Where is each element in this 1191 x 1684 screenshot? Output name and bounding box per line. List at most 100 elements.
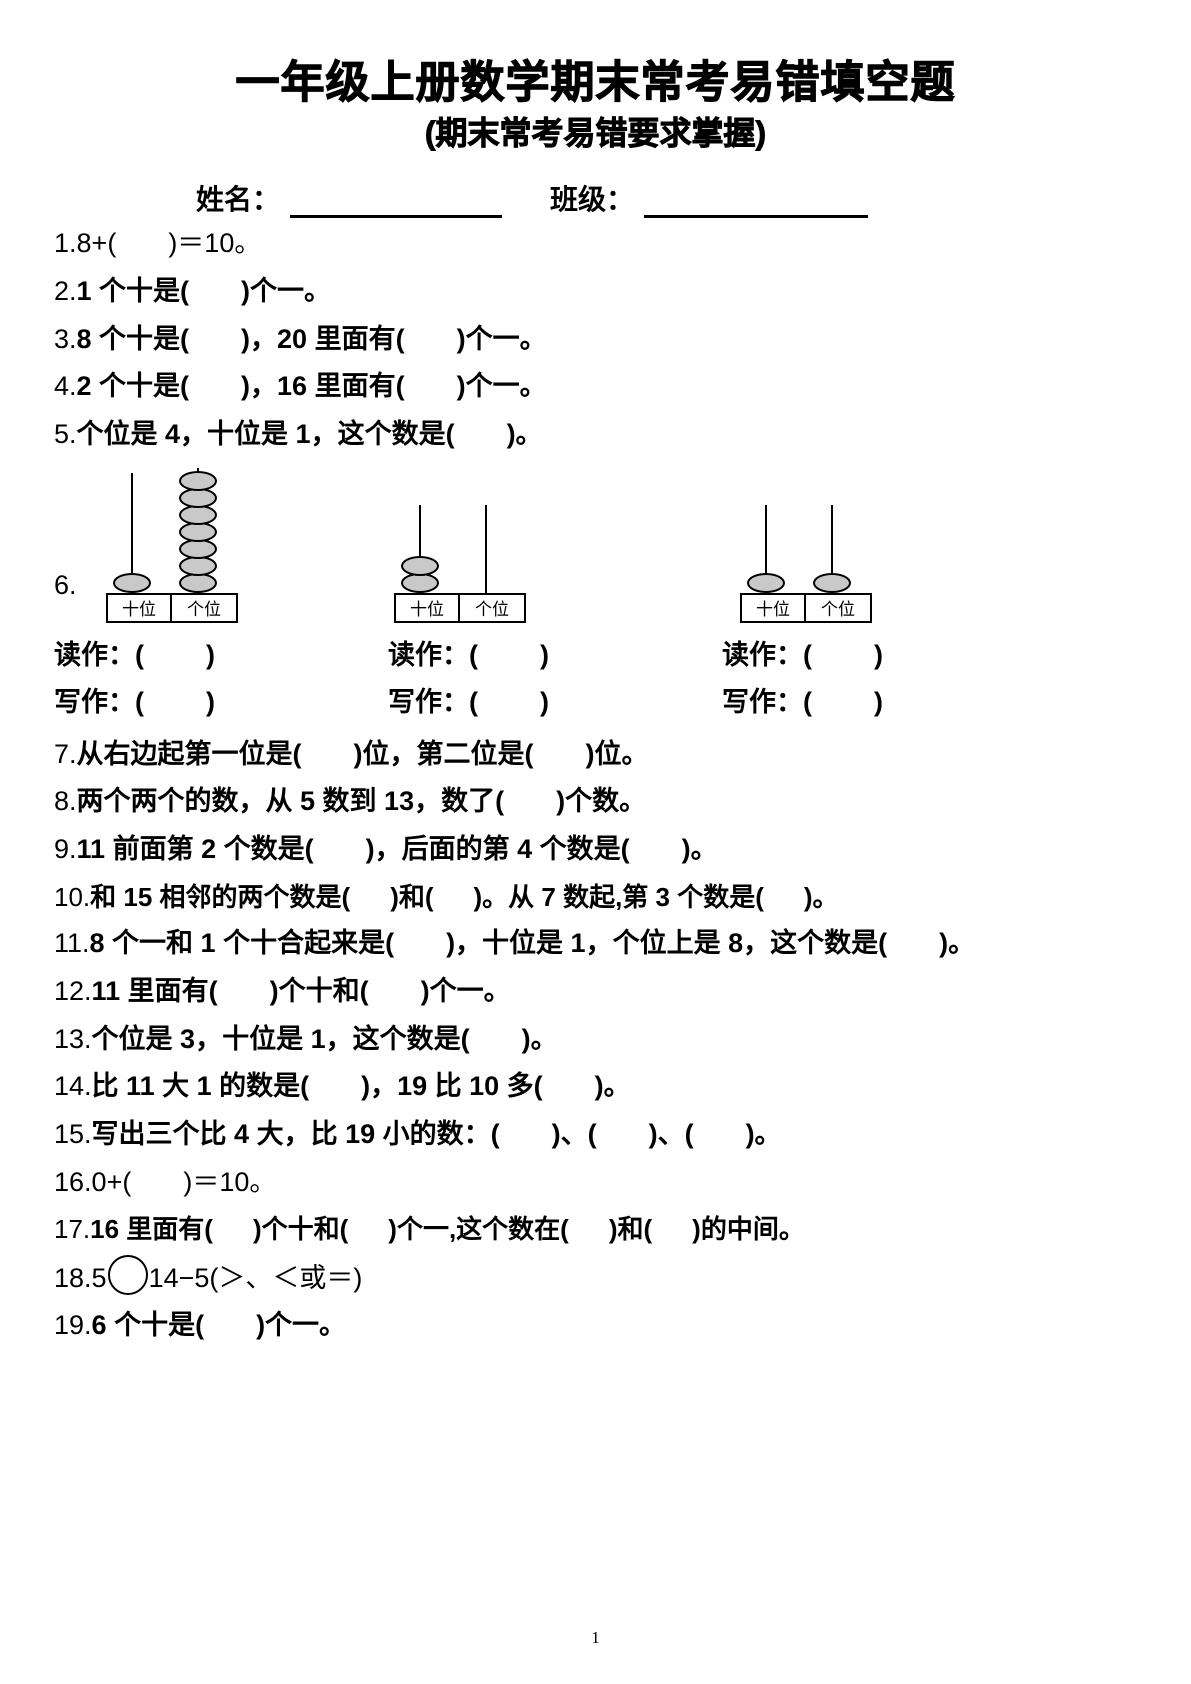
abacus-1-ones-label: 个位	[187, 600, 221, 620]
student-id-row: 姓名： 班级：	[0, 178, 1191, 219]
question-10-text-d: )。	[803, 881, 839, 912]
question-5-text-a: 个位是 4，十位是 1，这个数是(	[76, 419, 455, 449]
question-2-text-b: )个一。	[241, 275, 332, 306]
write-as-label-2: 写作：	[388, 686, 469, 717]
question-17-text-d: )和(	[608, 1214, 653, 1245]
abacus-1-ones-bead-1	[179, 572, 217, 593]
question-12: 12.11 里面有()个十和()个一。	[54, 970, 1137, 1014]
abacus-3-tens-rod	[765, 504, 768, 593]
question-11-text-a: 8 个一和 1 个十合起来是(	[89, 928, 395, 959]
question-8: 8.两个两个的数，从 5 数到 13，数了( )个数。	[54, 780, 1137, 824]
write-as-label-1: 写作：	[54, 686, 135, 717]
read-as-row: 读作：() 读作：() 读作：()	[0, 633, 1191, 672]
read-as-cell-1: 读作：()	[54, 633, 388, 672]
read-as-close-1: )	[206, 639, 215, 670]
question-8-number: 8.	[54, 786, 77, 817]
question-16-number: 16.	[54, 1166, 92, 1197]
class-blank-field[interactable]	[644, 189, 869, 219]
page-title: 一年级上册数学期末常考易错填空题	[235, 57, 956, 107]
abacus-2-tens-bead-2	[401, 555, 439, 576]
write-as-open-3: (	[803, 686, 812, 717]
question-13: 13.个位是 3，十位是 1，这个数是()。	[54, 1018, 1137, 1062]
question-7-text-b: )位，第二位是(	[353, 738, 534, 769]
question-16: 16.0+( )＝10。	[54, 1161, 1137, 1205]
question-19-text-a: 6 个十是(	[91, 1310, 205, 1341]
question-3: 3.8 个十是()，20 里面有()个一。	[54, 318, 1137, 362]
read-as-label-2: 读作：	[388, 639, 469, 670]
question-19: 19.6 个十是()个一。	[54, 1304, 1137, 1348]
question-1-number: 1.	[54, 228, 77, 259]
abacus-3-place-labels: 十位 个位	[740, 592, 872, 623]
question-19-number: 19.	[54, 1310, 92, 1341]
question-5: 5.个位是 4，十位是 1，这个数是()。	[54, 413, 1137, 457]
abacus-3-tens-bead-1	[747, 572, 785, 593]
question-11-number: 11.	[54, 928, 90, 959]
question-17-text-e: )的中间。	[692, 1214, 805, 1245]
comparison-circle-blank[interactable]	[107, 1254, 148, 1295]
abacus-2-tens-bead-1	[401, 572, 439, 593]
question-12-number: 12.	[54, 975, 92, 1006]
question-7: 7.从右边起第一位是()位，第二位是()位。	[54, 733, 1137, 777]
question-18-text-b: 14−5(＞、＜或＝)	[148, 1262, 363, 1293]
write-as-row: 写作：() 写作：() 写作：()	[0, 680, 1191, 719]
abacus-row: 十位 个位 十位 个位	[54, 467, 1191, 623]
question-11: 11.8 个一和 1 个十合起来是()，十位是 1，个位上是 8，这个数是()。	[54, 922, 1137, 966]
question-18-text-a: 5	[91, 1262, 107, 1293]
read-as-cell-2: 读作：()	[388, 633, 722, 672]
question-17: 17.16 里面有( )个十和( )个一,这个数在( )和( )的中间。	[54, 1208, 1137, 1250]
question-14-text-b: )，19 比 10 多(	[361, 1071, 543, 1102]
question-1-text-a: 8+(	[76, 228, 117, 259]
write-as-open-1: (	[135, 686, 144, 717]
question-17-text-a: 16 里面有(	[90, 1214, 213, 1245]
page-number: 1	[591, 1628, 600, 1647]
abacus-3-tens-label: 十位	[742, 594, 806, 621]
question-17-text-c: )个一,这个数在(	[388, 1214, 569, 1245]
abacus-1-place-labels: 十位 个位	[106, 592, 238, 623]
question-12-text-c: )个一。	[420, 975, 511, 1006]
abacus-1: 十位 个位	[98, 467, 244, 623]
question-15-text-d: )。	[745, 1118, 782, 1149]
question-12-text-a: 11 里面有(	[91, 975, 218, 1006]
write-as-close-2: )	[540, 686, 549, 717]
abacus-1-ones-bead-2	[179, 555, 217, 576]
question-8-text-a: 两个两个的数，从 5 数到 13，数了(	[76, 786, 505, 817]
question-1-text-b: )＝10。	[168, 228, 262, 259]
abacus-2-ones-rod	[485, 504, 488, 593]
question-4: 4.2 个十是()，16 里面有()个一。	[54, 365, 1137, 409]
abacus-1-tens-rod	[131, 472, 134, 593]
write-as-label-3: 写作：	[722, 686, 803, 717]
class-label: 班级：	[550, 184, 635, 216]
abacus-1-tens-label: 十位	[108, 594, 172, 621]
question-8-text-b: )个数。	[556, 786, 647, 817]
question-15: 15.写出三个比 4 大，比 19 小的数：()、()、()。	[54, 1113, 1137, 1157]
read-as-open-1: (	[135, 639, 144, 670]
question-14-text-a: 比 11 大 1 的数是(	[91, 1071, 310, 1102]
question-4-text-c: )个一。	[456, 371, 547, 402]
question-17-number: 17.	[54, 1214, 91, 1245]
name-label: 姓名：	[196, 184, 281, 216]
question-17-text-b: )个十和(	[252, 1214, 349, 1245]
question-9-number: 9.	[54, 834, 77, 865]
read-as-close-3: )	[874, 639, 883, 670]
abacus-3-ones-bead-1	[813, 572, 851, 593]
question-3-text-c: )个一。	[456, 323, 547, 354]
question-16-text-a: 0+(	[91, 1166, 132, 1197]
abacus-1-ones-bead-5	[179, 504, 217, 525]
name-blank-field[interactable]	[290, 189, 503, 219]
question-4-text-a: 2 个十是(	[76, 371, 190, 402]
question-10-text-c: )。从 7 数起,第 3 个数是(	[473, 881, 764, 912]
write-as-close-3: )	[874, 686, 883, 717]
abacus-1-ones-bead-7	[179, 470, 217, 491]
read-as-open-3: (	[803, 639, 812, 670]
abacus-1-ones-bead-4	[179, 521, 217, 542]
question-7-number: 7.	[54, 738, 77, 769]
abacus-2: 十位 个位	[386, 473, 532, 623]
question-11-text-c: 是(	[851, 928, 888, 959]
question-15-text-c: )、(	[648, 1118, 694, 1149]
question-16-text-b: )＝10。	[183, 1166, 277, 1197]
question-13-text-b: )。	[521, 1023, 558, 1054]
question-13-number: 13.	[54, 1023, 92, 1054]
question-5-number: 5.	[54, 419, 77, 449]
